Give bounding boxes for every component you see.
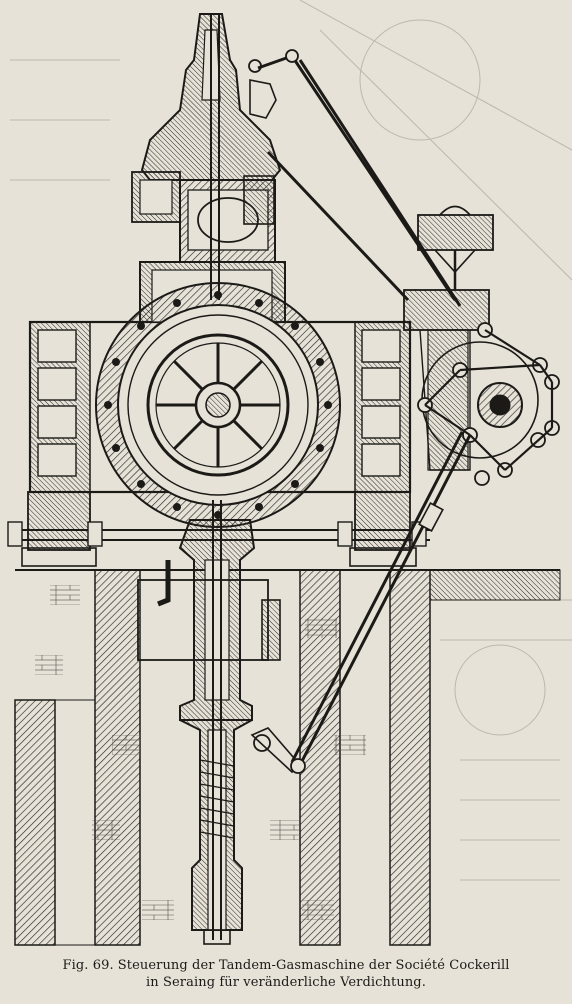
valve-gear-mechanism [257,49,560,774]
linkage-rods [424,329,554,471]
caption-line-1: Fig. 69.Steuerung der Tandem-Gasmaschine… [0,957,572,974]
figure-label: Fig. 69. [62,958,114,973]
engine-drawing [7,0,572,946]
caption-text-1: Steuerung der Tandem-Gasmaschine der Soc… [117,958,510,973]
foundation-pit [14,569,561,946]
water-chambers-right [361,329,401,477]
caption-line-2: in Seraing für veränderliche Verdichtung… [146,975,426,990]
valve-spring [199,759,235,839]
flange-bolts [104,291,332,519]
cylinder-section [95,282,341,528]
upper-valve-housing [131,13,282,300]
figure-caption: Fig. 69.Steuerung der Tandem-Gasmaschine… [0,957,572,991]
water-chambers-left [37,329,77,477]
lower-valve-housing [137,500,302,945]
